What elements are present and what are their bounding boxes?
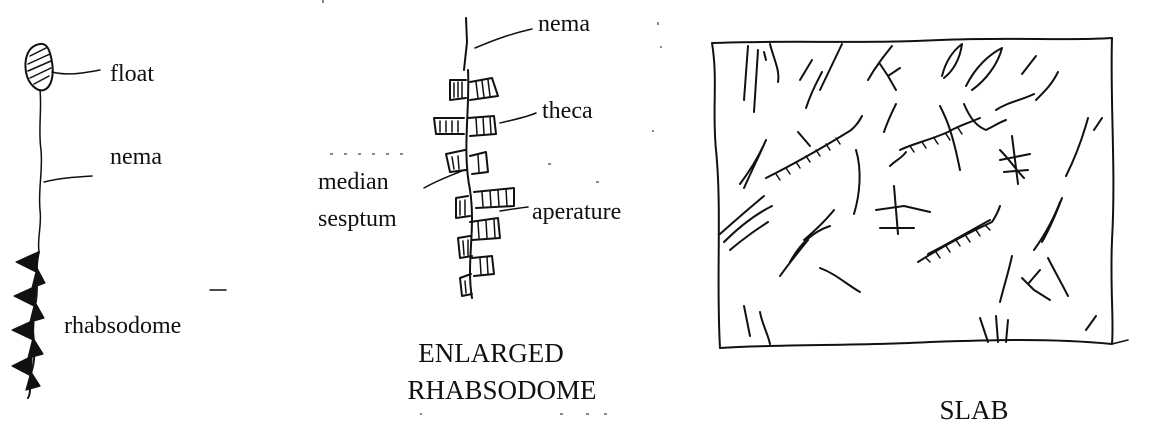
slab-border	[712, 38, 1113, 348]
nema-thread	[39, 90, 42, 252]
slab-panel: SLAB	[712, 38, 1128, 424]
rhabsodome-label: rhabsodome	[64, 313, 181, 339]
left-thecae	[434, 80, 472, 296]
right-thecae	[468, 78, 514, 276]
enlarged-caption-line2: RHABSODOME	[407, 375, 596, 405]
rhabsodome-shape	[12, 252, 45, 398]
median-label-line1: median	[318, 169, 389, 195]
enlarged-nema-label: nema	[538, 11, 590, 37]
enlarged-caption-line1: ENLARGED	[418, 338, 563, 368]
slab-caption: SLAB	[939, 395, 1008, 424]
slab-fossils	[720, 44, 1102, 344]
aperature-leader	[500, 207, 528, 211]
theca-label: theca	[542, 98, 593, 124]
float-label: float	[110, 61, 154, 87]
enlarged-nema-leader	[475, 29, 532, 48]
nema-leader-line	[44, 176, 92, 182]
median-label-line2: sesptum	[318, 206, 397, 232]
theca-leader	[500, 113, 536, 123]
aperature-label: aperature	[532, 199, 621, 225]
enlarged-rhabsodome-panel: nema	[318, 0, 662, 415]
float-leader-line	[52, 70, 100, 74]
float-shape	[25, 44, 52, 90]
nema-label: nema	[110, 144, 162, 170]
graptolite-panel: float nema rhabsodome	[12, 44, 226, 398]
enlarged-nema-stub	[464, 18, 467, 70]
median-septum-leader	[424, 170, 464, 188]
stipe	[466, 70, 472, 298]
